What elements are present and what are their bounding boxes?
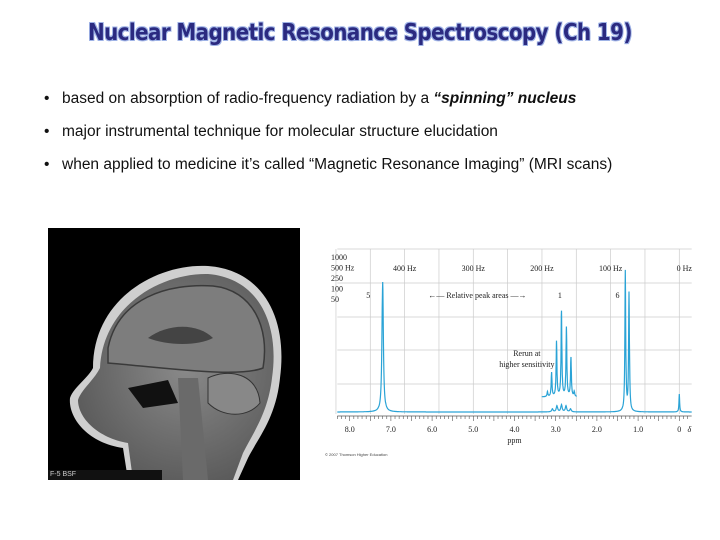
- ppm-tick-label: 2.0: [592, 425, 602, 434]
- bullet-list: •based on absorption of radio-frequency …: [44, 88, 622, 187]
- delta-label: δ: [688, 425, 692, 434]
- ppm-tick-label: 4.0: [510, 425, 520, 434]
- mri-head-drawing: [69, 265, 282, 480]
- inset-trace: [541, 310, 577, 398]
- hz-label: 400 Hz: [393, 264, 417, 273]
- ppm-tick-label: 0: [677, 425, 681, 434]
- scale-label: 500 Hz: [331, 264, 355, 273]
- bullet-icon: •: [44, 123, 50, 140]
- peak-area-caption: ←— Relative peak areas —→: [428, 291, 526, 300]
- spectrum-trace: [337, 269, 692, 413]
- bullet-icon: •: [44, 156, 50, 173]
- peak-area-label: 1: [558, 291, 562, 300]
- bullet-item: •when applied to medicine it’s called “M…: [44, 154, 622, 176]
- ppm-tick-label: 7.0: [386, 425, 396, 434]
- mri-scan-image: F-5 BSF: [48, 228, 300, 480]
- ppm-tick-label: 5.0: [468, 425, 478, 434]
- copyright-text: © 2007 Thomson Higher Education: [325, 452, 387, 457]
- inset-label: Rerun at: [513, 349, 541, 358]
- scale-label: 100: [331, 285, 343, 294]
- ppm-tick-label: 6.0: [427, 425, 437, 434]
- bullet-item: •based on absorption of radio-frequency …: [44, 88, 622, 110]
- hz-label: 0 Hz: [677, 264, 693, 273]
- ppm-tick-label: 3.0: [551, 425, 561, 434]
- peak-area-label: 6: [616, 291, 620, 300]
- scale-label: 1000: [331, 253, 347, 262]
- mri-caption: F-5 BSF: [48, 470, 162, 480]
- hz-label: 300 Hz: [462, 264, 486, 273]
- scale-label: 50: [331, 295, 339, 304]
- slide-title: Nuclear Magnetic Resonance Spectroscopy …: [88, 20, 632, 46]
- inset-label: higher sensitivity: [499, 360, 554, 369]
- x-axis-label: ppm: [507, 436, 522, 445]
- peak-area-label: 5: [366, 291, 370, 300]
- ppm-tick-label: 8.0: [345, 425, 355, 434]
- bullet-icon: •: [44, 90, 50, 107]
- scale-label: 250: [331, 274, 343, 283]
- bullet-item: •major instrumental technique for molecu…: [44, 121, 622, 143]
- ppm-tick-label: 1.0: [633, 425, 643, 434]
- hz-label: 100 Hz: [599, 264, 623, 273]
- hz-label: 200 Hz: [530, 264, 554, 273]
